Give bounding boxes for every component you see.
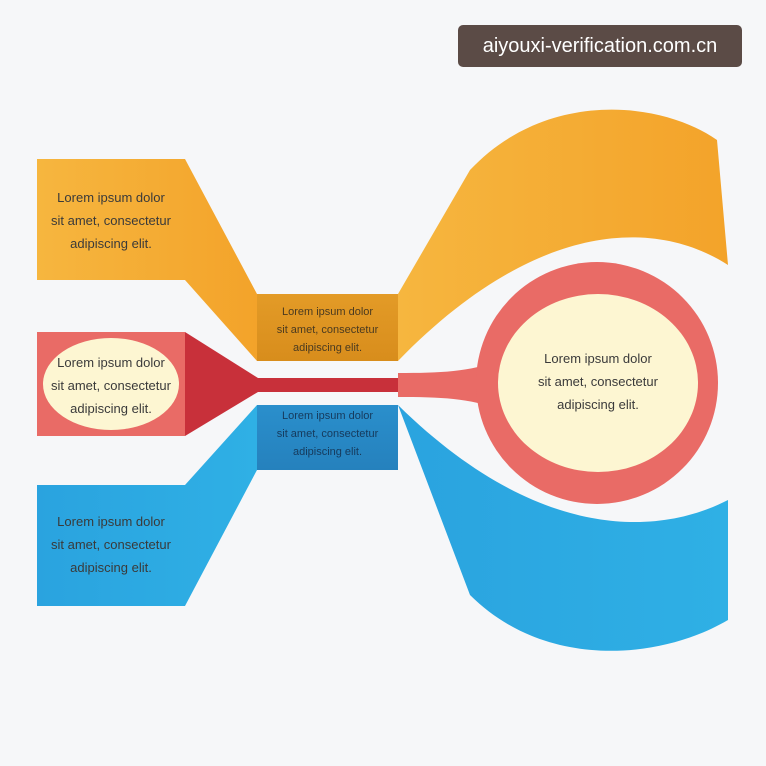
- orange-left-text: Lorem ipsum dolor sit amet, consectetur …: [51, 190, 171, 251]
- blue-band-right: [398, 405, 728, 651]
- blue-left-text: Lorem ipsum dolor sit amet, consectetur …: [51, 514, 171, 575]
- blue-center-text: Lorem ipsum dolor sit amet, consectetur …: [276, 410, 379, 458]
- orange-center-block: [257, 294, 398, 361]
- red-circle-cream: [498, 294, 698, 472]
- orange-center-text: Lorem ipsum dolor sit amet, consectetur …: [276, 306, 379, 354]
- red-left-text: Lorem ipsum dolor sit amet, consectetur …: [51, 355, 171, 416]
- red-circle-text: Lorem ipsum dolor sit amet, consectetur …: [538, 351, 658, 412]
- red-left-wedge: [185, 332, 258, 436]
- orange-band-right: [398, 109, 728, 361]
- watermark-badge: aiyouxi-verification.com.cn: [458, 25, 742, 67]
- blue-band-left: [37, 405, 257, 606]
- red-left-cream-oval: [43, 338, 179, 430]
- red-stem: [398, 360, 500, 410]
- red-thin-bar: [258, 378, 400, 392]
- orange-band-left: [37, 159, 257, 361]
- blue-center-block: [257, 405, 398, 470]
